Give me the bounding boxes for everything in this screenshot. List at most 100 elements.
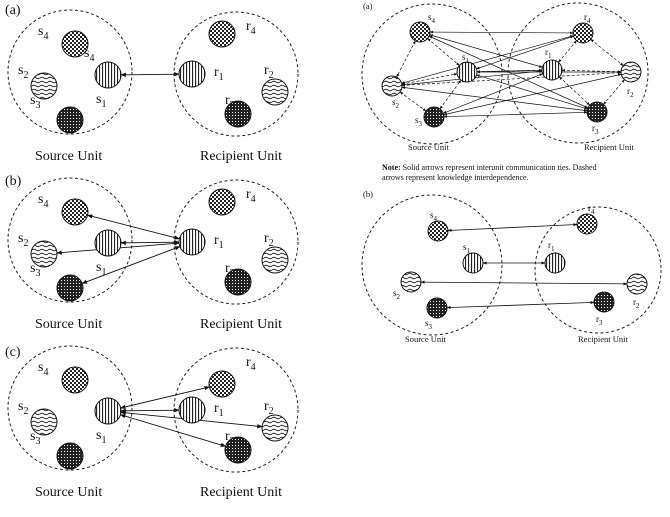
left-panel-b-edge-r1-s3 (81, 246, 181, 284)
right-panel-a-dep-r1-r2 (561, 68, 622, 74)
left-panel-b-node-s3 (56, 274, 84, 302)
right-panel-b-node-s1 (462, 252, 484, 274)
right-panel-a-label-s4: s4 (428, 12, 436, 25)
left-panel-b-source-caption: Source Unit (35, 317, 102, 332)
left-panel-b-node-r2 (261, 246, 289, 274)
left-panel-c-source-unit (7, 345, 133, 471)
left-panel-c-node-s3 (56, 442, 84, 470)
right-panel-a-dep-r4-r1 (558, 40, 577, 63)
left-panel-c-node-s4 (61, 366, 89, 394)
right-panel-a-tie-s3-r3 (443, 111, 588, 118)
units-layer (7, 2, 662, 473)
left-panel-c-recipient-unit (173, 347, 299, 473)
left-panel-a-node-s2 (30, 72, 58, 100)
right-panel-b-recipient-unit (534, 206, 662, 334)
right-panel-b-label-r3: r3 (596, 314, 603, 327)
left-panel-c-edge-s1-r1 (120, 408, 180, 413)
right-panel-b-node-s4 (427, 220, 449, 242)
right-panel-b-node-r2 (626, 273, 648, 295)
left-panel-b-label-s2: s2 (18, 231, 28, 249)
left-panel-b-label-r1: r1 (214, 233, 224, 251)
left-panel-c-label-r4: r4 (246, 355, 256, 373)
left-panel-a-edge-s1-r1 (120, 72, 180, 77)
left-panel-a-node-s1 (94, 61, 122, 89)
right-panel-b-tie-s3-r3 (446, 300, 595, 310)
left-panel-c-source-caption: Source Unit (35, 485, 102, 500)
right-panel-a-tie-s4-r1 (429, 34, 543, 68)
left-panel-a-node-r4 (208, 20, 236, 48)
left-panel-a-node-s4 (61, 30, 89, 58)
right-panel-a-tie-s2-r3 (401, 86, 588, 112)
right-panel-a-dep-s4-s2 (396, 40, 416, 78)
right-panel-a-label-r2: r2 (627, 86, 634, 99)
left-panel-a-label-s3: s3 (30, 93, 40, 111)
left-panel-b-node-r1 (178, 228, 206, 256)
left-panel-a-node-r1 (178, 60, 206, 88)
left-panel-b-node-s2 (30, 240, 58, 268)
left-panel-a-node-s3 (56, 106, 84, 134)
left-panel-c-node-r3 (224, 436, 252, 464)
left-panel-b-node-r4 (208, 188, 236, 216)
right-panel-a-label-s1: s1 (462, 52, 470, 65)
left-panel-a-node-r2 (261, 78, 289, 106)
right-panel-a-label-r1: r1 (545, 47, 552, 60)
left-panel-c-node-r4 (208, 370, 236, 398)
right-panel-b-node-s3 (426, 297, 448, 319)
right-panel-a-label-s3: s3 (415, 115, 423, 128)
left-panel-b-label: (b) (5, 174, 22, 189)
left-panel-a-label-r3: r3 (225, 93, 235, 111)
right-panel-a-dep-r1-r3 (559, 76, 590, 106)
left-panel-c-label-s4: s4 (38, 360, 48, 378)
right-panel-b-label-s1: s1 (463, 242, 471, 255)
left-panel-b-label-r4: r4 (246, 187, 256, 205)
right-panel-b-node-r1 (544, 252, 566, 274)
right-panel-a-note: Note: Solid arrows represent interunit c… (382, 163, 597, 172)
edges-layer (56, 30, 628, 447)
right-panel-b-label-s3: s3 (425, 318, 433, 331)
left-panel-c-label-s2: s2 (18, 399, 28, 417)
left-panel-b-source-unit (7, 177, 133, 303)
left-panel-c-label-s3: s3 (30, 429, 40, 447)
right-panel-b-source-unit (361, 194, 503, 336)
left-panel-a-label-s2: s2 (18, 63, 28, 81)
right-panel-a-dep-s4-s1 (427, 38, 460, 66)
left-panel-c-node-r2 (261, 414, 289, 442)
left-panel-a-label-s4-inner: s4 (84, 46, 94, 64)
right-panel-b-label-s2: s2 (393, 288, 401, 301)
left-panel-b-edge-r1-s4 (87, 214, 180, 240)
left-panel-a-source-caption: Source Unit (35, 149, 102, 164)
right-panel-a-node-s1 (456, 61, 478, 83)
right-panel-b-label-r2: r2 (633, 297, 640, 310)
left-panel-a-node-r3 (224, 100, 252, 128)
left-panel-c-node-s2 (30, 408, 58, 436)
right-panel-b-node-s2 (400, 271, 422, 293)
left-panel-b-label-s1: s1 (96, 260, 106, 278)
left-panel-a-label-r1: r1 (214, 65, 224, 83)
right-panel-b-label-r4: r4 (588, 203, 595, 216)
left-panel-c-edge-s1-r3 (119, 414, 227, 447)
right-panel-a-node-s3 (423, 106, 445, 128)
right-panel-a-dep-s3-s1 (439, 79, 462, 110)
right-panel-a-node-s2 (381, 75, 403, 97)
right-panel-a-label: (a) (363, 1, 373, 11)
right-panel-a-label-r4: r4 (584, 12, 591, 25)
right-panel-b-node-r3 (593, 291, 615, 313)
right-panel-a-source-unit (361, 3, 503, 145)
left-panel-b-recipient-caption: Recipient Unit (200, 317, 282, 332)
right-panel-a-node-r3 (586, 101, 608, 123)
right-panel-a-dep-s2-s3 (399, 91, 427, 112)
right-panel-a-dep-s2-r2 (401, 71, 622, 87)
left-panel-b-edge-r1-s1 (120, 240, 180, 245)
right-panel-b-label: (b) (363, 189, 373, 199)
left-panel-a-recipient-caption: Recipient Unit (200, 149, 282, 164)
right-panel-b-label-s4: s4 (430, 210, 438, 223)
left-panel-b-node-s4 (61, 198, 89, 226)
right-panel-b-recipient-caption: Recipient Unit (578, 334, 628, 344)
left-panel-a-source-unit (7, 9, 133, 135)
left-panel-c-label-s1: s1 (96, 428, 106, 446)
left-panel-a-label-s4: s4 (38, 24, 48, 42)
left-panel-a-label-r4: r4 (246, 19, 256, 37)
left-panel-b-node-s1 (94, 229, 122, 257)
